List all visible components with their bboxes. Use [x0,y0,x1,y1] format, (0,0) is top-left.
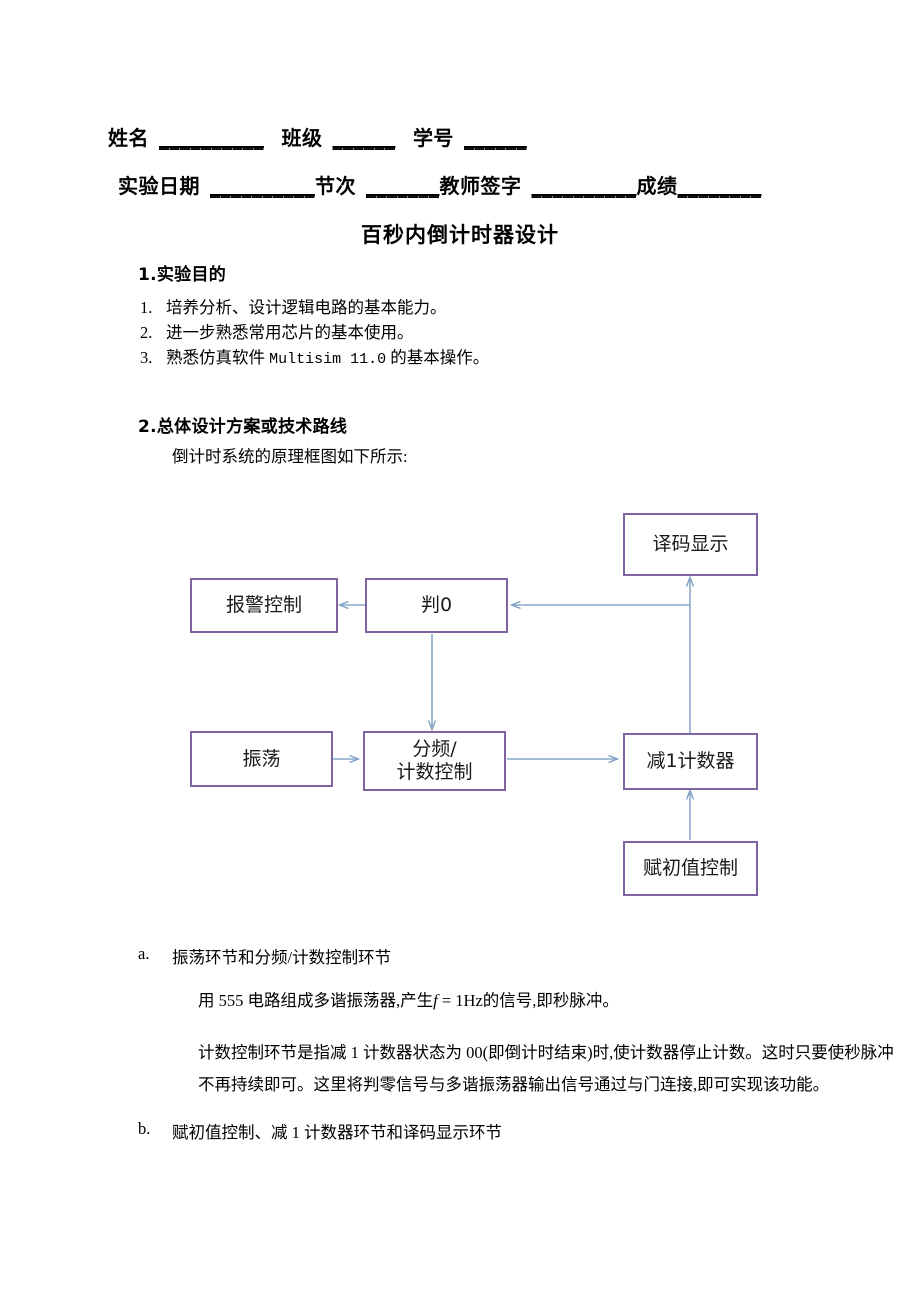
diagram-box-zero-detect[interactable]: 判0 [365,578,508,633]
para-text-pre: 用 555 电路组成多谐振荡器,产生 [198,991,434,1010]
experiment-date-label: 实验日期 [118,174,200,198]
software-name: Multisim 11.0 [269,351,387,368]
name-blank[interactable]: __________ [159,126,264,150]
tail-item-a-heading: 振荡环节和分频/计数控制环节 [172,948,392,967]
frequency-value: = 1Hz [437,991,483,1010]
list-item-text-before: 熟悉仿真软件 [166,348,270,367]
diagram-box-decode-display[interactable]: 译码显示 [623,513,758,576]
list-item-number: 1. [140,298,153,317]
diagram-box-divider-count-control[interactable]: 分频/ 计数控制 [363,731,506,791]
diagram-intro-text: 倒计时系统的原理框图如下所示: [172,447,408,466]
section-heading-design: 2.总体设计方案或技术路线 [138,417,348,437]
tail-item-a-marker: a. [138,944,150,963]
class-label: 班级 [281,126,323,150]
diagram-box-oscillator[interactable]: 振荡 [190,731,333,787]
teacher-signature-label: 教师签字 [439,174,522,198]
page-title: 百秒内倒计时器设计 [361,223,559,247]
diagram-box-preset-control[interactable]: 赋初值控制 [623,841,758,896]
list-item: 1. 培养分析、设计逻辑电路的基本能力。 [140,295,840,320]
student-id-label: 学号 [412,126,454,150]
section-heading-purpose: 1.实验目的 [138,265,227,285]
student-id-blank[interactable]: ______ [463,126,527,150]
list-item-text: 进一步熟悉常用芯片的基本使用。 [166,323,414,342]
list-item-number: 3. [140,348,153,367]
list-item-text: 培养分析、设计逻辑电路的基本能力。 [166,298,447,317]
list-item-text-after: 的基本操作。 [386,348,490,367]
score-label: 成绩 [636,174,678,198]
frequency-symbol: f [433,991,438,1010]
list-item: 2. 进一步熟悉常用芯片的基本使用。 [140,320,840,345]
tail-item-a-para-2: 计数控制环节是指减 1 计数器状态为 00(即倒计时结束)时,使计数器停止计数。… [198,1043,894,1094]
experiment-goal-list: 1. 培养分析、设计逻辑电路的基本能力。 2. 进一步熟悉常用芯片的基本使用。 3.… [140,295,840,372]
experiment-date-blank[interactable]: __________ [210,174,315,198]
class-blank[interactable]: ______ [332,126,396,150]
period-label: 节次 [315,174,356,198]
tail-item-a-para-1: 用 555 电路组成多谐振荡器,产生f = 1Hz的信号,即秒脉冲。 [198,985,908,1017]
diagram-box-alarm-control[interactable]: 报警控制 [190,578,338,633]
tail-item-b-marker: b. [138,1119,151,1138]
list-item: 3. 熟悉仿真软件 Multisim 11.0 的基本操作。 [140,345,840,372]
score-blank[interactable]: ________ [677,174,762,198]
student-info-line: 姓名 __________ 班级 ______ 学号 ______ [108,122,527,151]
name-label: 姓名 [108,126,149,150]
list-item-number: 2. [140,323,153,342]
para-text-post: 的信号,即秒脉冲。 [482,991,619,1010]
diagram-box-down-counter[interactable]: 减1计数器 [623,733,758,790]
experiment-info-line: 实验日期__________节次_______教师签字__________成绩_… [118,170,762,199]
period-blank[interactable]: _______ [366,174,440,198]
teacher-signature-blank[interactable]: __________ [531,174,637,198]
tail-item-b-heading: 赋初值控制、减 1 计数器环节和译码显示环节 [172,1123,502,1142]
